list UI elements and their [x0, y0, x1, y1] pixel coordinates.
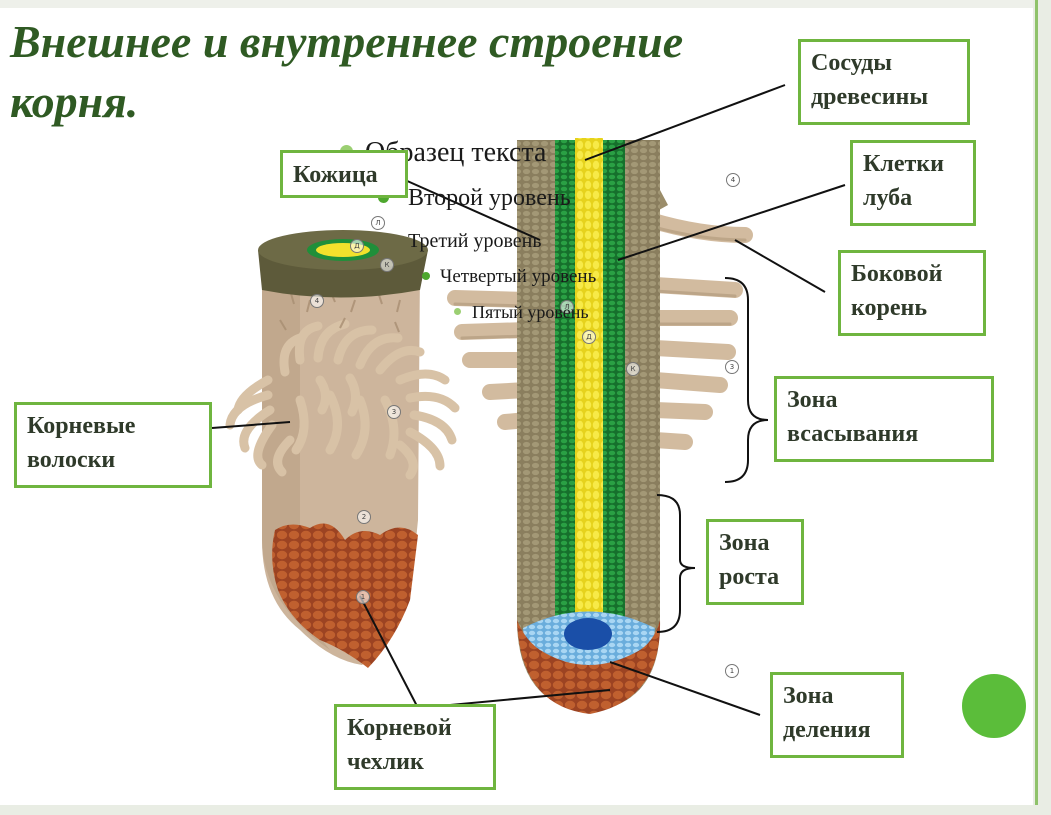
marker-exterior-1: Л [371, 216, 385, 230]
placeholder-level-4: Четвертый уровень [440, 266, 597, 287]
label-xylem-line-1: Сосуды [811, 50, 893, 76]
marker-exterior-3: К [380, 258, 394, 272]
label-division-line-1: Зона [783, 683, 834, 709]
label-root-hairs-line-1: Корневые [27, 413, 136, 439]
marker-exterior-2: Д [350, 239, 364, 253]
root-exterior [225, 230, 460, 668]
decorative-green-circle [962, 674, 1026, 738]
label-absorption-line-2: всасывания [787, 421, 919, 447]
label-skin-line-1: Кожица [293, 162, 378, 188]
label-root-hairs-line-2: волоски [27, 447, 116, 473]
label-lateral-root-line-1: Боковой [851, 261, 943, 287]
label-xylem-vessels: Сосуды древесины [798, 39, 970, 125]
label-lateral-root-line-2: корень [851, 295, 928, 321]
label-division-line-2: деления [783, 717, 871, 743]
label-phloem-cells: Клетки луба [850, 140, 976, 226]
slide-title: Внешнее и внутреннее строение корня. [10, 16, 684, 127]
placeholder-level-5: Пятый уровень [472, 302, 589, 322]
marker-section-6: 1 [725, 664, 739, 678]
marker-section-1: 4 [726, 173, 740, 187]
marker-section-2: Л [560, 300, 574, 314]
marker-section-3: Д [582, 330, 596, 344]
root-longitudinal-section [447, 138, 753, 714]
leader-lines [211, 84, 846, 716]
label-root-cap-line-1: Корневой [347, 715, 452, 741]
bullet-dot-5 [454, 308, 461, 315]
label-absorption-line-1: Зона [787, 387, 838, 413]
label-growth-line-2: роста [719, 564, 780, 590]
label-phloem-line-1: Клетки [863, 151, 944, 177]
label-growth-zone: Зона роста [706, 519, 804, 605]
marker-exterior-7: 1 [356, 590, 370, 604]
placeholder-level-3: Третий уровень [408, 230, 542, 252]
zone-braces [656, 277, 769, 633]
label-xylem-line-2: древесины [811, 84, 929, 110]
label-root-cap: Корневой чехлик [334, 704, 496, 790]
root-hairs-cluster [225, 319, 460, 480]
label-division-zone: Зона деления [770, 672, 904, 758]
border-stripe [1035, 0, 1038, 815]
marker-exterior-4: 4 [310, 294, 324, 308]
label-phloem-line-2: луба [863, 185, 913, 211]
bullet-dot-4 [422, 272, 430, 280]
label-growth-line-1: Зона [719, 530, 770, 556]
label-skin: Кожица [280, 150, 408, 198]
label-root-cap-line-2: чехлик [347, 749, 424, 775]
label-root-hairs: Корневые волоски [14, 402, 212, 488]
label-absorption-zone: Зона всасывания [774, 376, 994, 462]
placeholder-level-2: Второй уровень [408, 185, 571, 211]
marker-exterior-6: 2 [357, 510, 371, 524]
root-cap-exterior [272, 523, 418, 668]
label-lateral-root: Боковой корень [838, 250, 986, 336]
marker-section-4: К [626, 362, 640, 376]
slide-top-border [0, 0, 1051, 8]
slide-right-border [1033, 0, 1051, 815]
marker-section-5: 3 [725, 360, 739, 374]
marker-exterior-5: 3 [387, 405, 401, 419]
slide-bottom-border [0, 805, 1051, 815]
